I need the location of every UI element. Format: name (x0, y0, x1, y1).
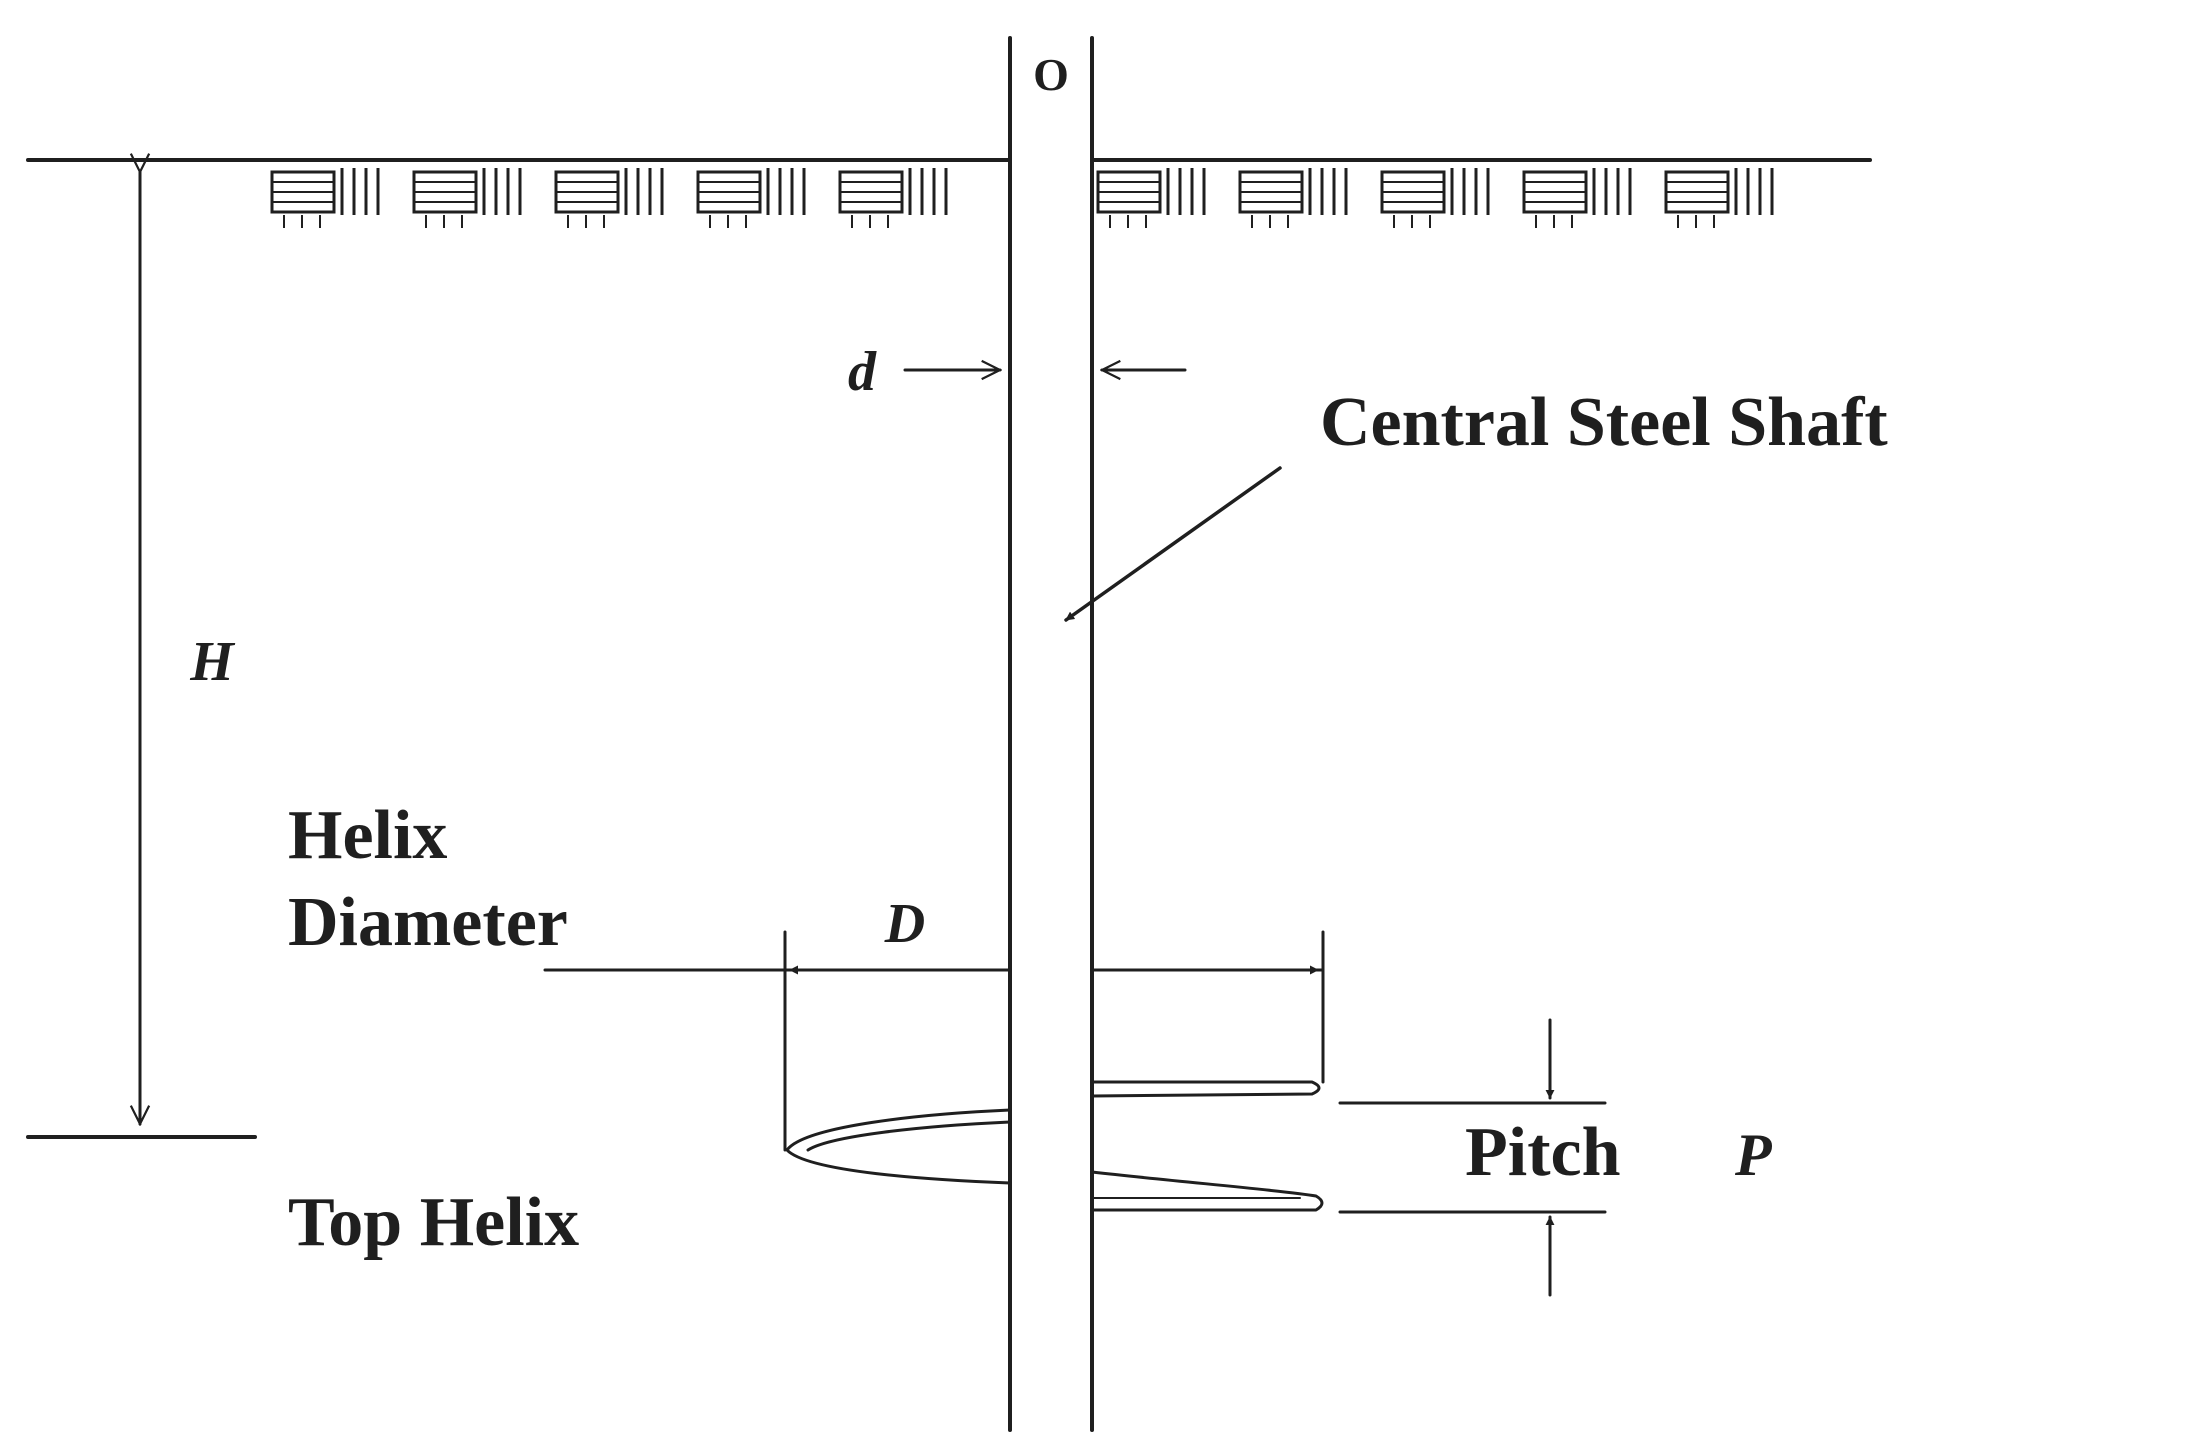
pitch-dimension (1338, 1018, 1607, 1297)
central-steel-shaft-leader (1064, 466, 1282, 622)
pitch-symbol: P (1734, 1122, 1773, 1188)
pitch-label: Pitch (1465, 1114, 1621, 1191)
soil-hatch-unit (412, 168, 522, 228)
helix-plate (785, 1080, 1324, 1212)
soil-hatch-unit (838, 168, 948, 228)
soil-hatch-unit (1522, 168, 1632, 228)
soil-hatch-unit (1238, 168, 1348, 228)
shaft-diameter-symbol: d (848, 341, 877, 403)
helix-diameter-label-line1: Helix (288, 797, 447, 874)
central-steel-shaft (1008, 36, 1094, 1432)
shaft-top-mark: O (1033, 49, 1069, 100)
top-helix-label: Top Helix (288, 1184, 579, 1261)
helix-diameter-label-line2: Diameter (288, 884, 568, 961)
soil-hatching-right (1096, 168, 1774, 228)
depth-dimension (26, 172, 257, 1139)
central-steel-shaft-label: Central Steel Shaft (1320, 384, 1888, 461)
soil-hatching-left (270, 168, 948, 228)
depth-symbol: H (189, 631, 235, 693)
soil-hatch-unit (1096, 168, 1206, 228)
soil-hatch-unit (1380, 168, 1490, 228)
soil-hatch-unit (270, 168, 380, 228)
helix-diameter-dimension (543, 930, 1325, 1152)
soil-hatch-unit (554, 168, 664, 228)
soil-hatch-unit (1664, 168, 1774, 228)
helix-diameter-symbol: D (884, 893, 925, 955)
soil-hatch-unit (696, 168, 806, 228)
